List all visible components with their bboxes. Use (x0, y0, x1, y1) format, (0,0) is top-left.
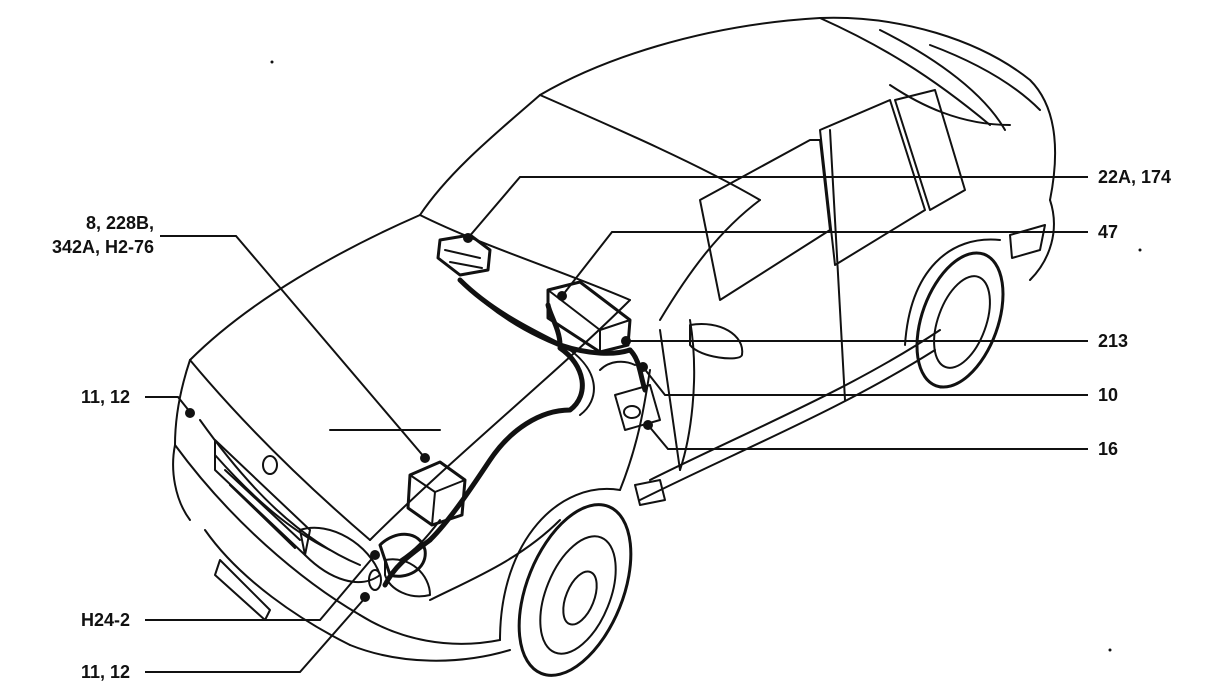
leader-10 (642, 366, 1088, 396)
dot-h24-2 (370, 550, 380, 560)
components (368, 233, 661, 591)
car-body (172, 16, 1057, 677)
label-8-228b-line1: 8, 228B, (85, 213, 154, 233)
label-47: 47 (1098, 222, 1119, 242)
wiring-harness (382, 277, 648, 588)
dot-47 (557, 291, 567, 301)
dot-16 (643, 420, 653, 430)
dot-8-228b (420, 453, 430, 463)
dot-22a-174 (463, 233, 473, 243)
dot-11-12-upper (185, 408, 195, 418)
dot-10 (638, 362, 648, 372)
label-11-12-upper: 11, 12 (80, 387, 130, 407)
leader-11-12-lower (145, 597, 366, 673)
label-8-228b-line2: 342A, H2-76 (51, 237, 154, 257)
leader-22a-174 (467, 176, 1088, 239)
leader-h24-2 (145, 554, 376, 621)
label-11-12-lower: 11, 12 (80, 662, 130, 682)
label-213: 213 (1098, 331, 1129, 351)
dot-11-12-lower (360, 592, 370, 602)
dot-213 (621, 336, 631, 346)
leader-8-228b (160, 235, 426, 459)
leader-47 (561, 231, 1088, 297)
leader-16 (647, 424, 1088, 450)
label-h24-2: H24-2 (80, 610, 130, 630)
label-22a-174: 22A, 174 (1098, 167, 1172, 187)
label-16: 16 (1098, 439, 1119, 459)
label-10: 10 (1098, 385, 1119, 405)
leader-11-12-upper (145, 396, 191, 413)
callouts (145, 176, 1088, 673)
